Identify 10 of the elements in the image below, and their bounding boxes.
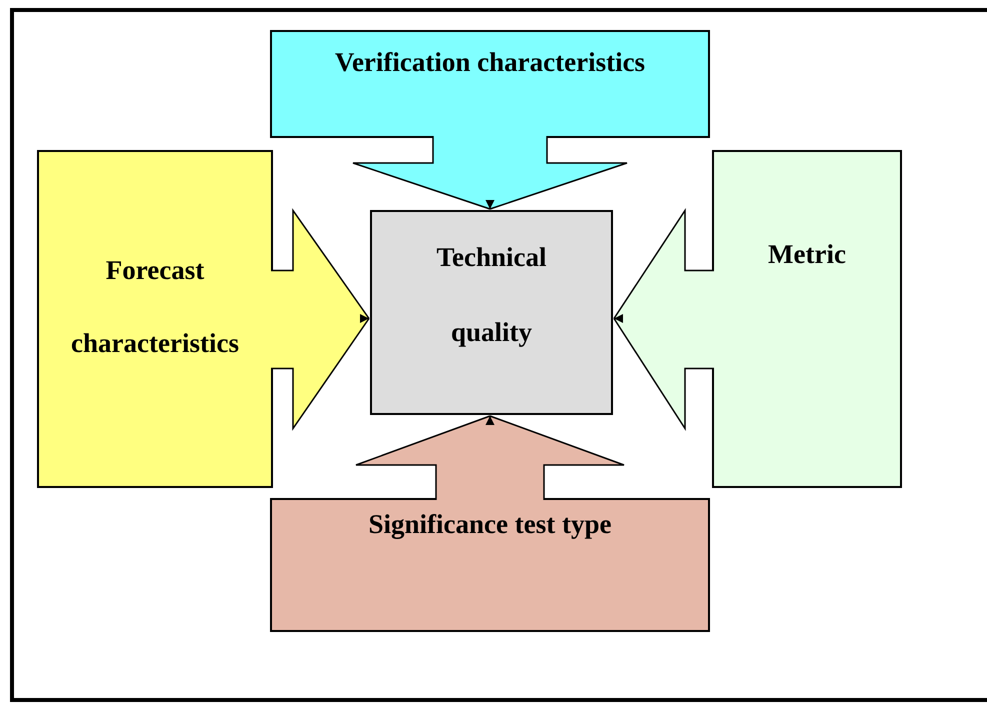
- callout-box: [270, 498, 710, 632]
- callout-box: [712, 150, 902, 488]
- node-label: Forecast characteristics: [70, 254, 240, 360]
- node-label: Metric: [767, 238, 847, 271]
- node-label: Significance test type: [368, 508, 612, 541]
- callout-box: [37, 150, 273, 488]
- node-label: Verification characteristics: [334, 46, 646, 79]
- node-label: Technical quality: [435, 241, 548, 349]
- callout-box: [270, 30, 710, 138]
- center-box: [370, 210, 613, 415]
